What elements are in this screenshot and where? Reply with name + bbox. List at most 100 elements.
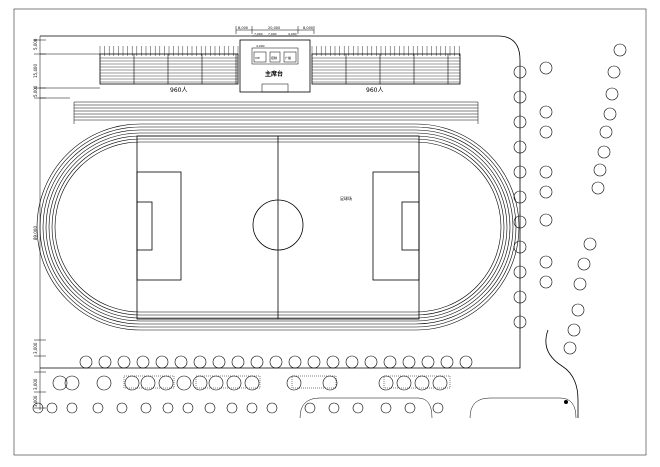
- track-lane: [42, 129, 514, 325]
- tree: [231, 355, 245, 369]
- tree: [513, 165, 527, 179]
- hatched-planters: [123, 375, 451, 389]
- tree: [266, 402, 278, 414]
- tree: [328, 402, 340, 414]
- room-label-broadcast: 广播: [285, 55, 291, 60]
- top-dimension-chain: 8,000 20,000 8,000 7,000 7,000 4,000: [235, 26, 315, 37]
- left-seating-bank: [99, 46, 239, 85]
- stand-level-lines: [40, 53, 100, 99]
- track-lane: [36, 123, 520, 331]
- tree: [182, 402, 194, 414]
- dim-bottom-3: 3,000: [33, 395, 38, 407]
- tree: [288, 355, 302, 369]
- tree: [383, 355, 397, 369]
- tree: [421, 355, 435, 369]
- tree: [539, 125, 553, 139]
- tree: [591, 181, 605, 195]
- room-label-control: 控制: [271, 55, 277, 60]
- tree: [597, 145, 611, 159]
- dim-left-2: 15,400: [33, 64, 38, 78]
- drawing-frame: [13, 8, 647, 456]
- tree: [513, 265, 527, 279]
- room-dim: 4,000: [256, 44, 265, 48]
- tree: [269, 355, 283, 369]
- tree: [98, 355, 112, 369]
- tree: [46, 402, 58, 414]
- dim-sub-3: 4,000: [288, 32, 297, 36]
- tree: [539, 185, 553, 199]
- tree: [96, 375, 112, 391]
- tree: [326, 355, 340, 369]
- tree: [307, 355, 321, 369]
- dim-field-height: 89,000: [33, 226, 38, 240]
- main-stand-label: 主席台: [265, 70, 283, 78]
- tree: [605, 87, 619, 101]
- tree: [539, 213, 553, 227]
- lower-road-edge-right: [469, 397, 577, 419]
- tree: [66, 402, 78, 414]
- tree: [364, 355, 378, 369]
- trees: [32, 43, 627, 414]
- football-pitch: 足球场: [136, 135, 420, 320]
- dim-bottom-1: 3,000: [33, 342, 38, 354]
- tree: [573, 277, 587, 291]
- dim-left-1: 5,000: [33, 38, 38, 50]
- tree: [304, 402, 316, 414]
- tree: [246, 402, 258, 414]
- track-lane: [48, 135, 508, 319]
- tree: [513, 240, 527, 254]
- tree: [513, 140, 527, 154]
- running-track: [36, 123, 520, 331]
- tree: [539, 255, 553, 269]
- tree: [539, 275, 553, 289]
- tree: [155, 355, 169, 369]
- dim-bottom-2: 3,000: [33, 378, 38, 390]
- lower-road-edge: [299, 397, 433, 419]
- tree: [79, 355, 93, 369]
- dim-sub-2: 7,000: [268, 32, 277, 36]
- tree: [571, 303, 585, 317]
- tree: [174, 355, 188, 369]
- tree: [32, 402, 44, 414]
- tree: [513, 190, 527, 204]
- tree: [613, 43, 627, 57]
- tree: [513, 215, 527, 229]
- dim-top-3: 8,000: [303, 26, 313, 30]
- tree: [577, 257, 591, 271]
- dim-left-3: 5,000: [33, 85, 38, 97]
- tree: [345, 355, 359, 369]
- tree: [226, 402, 238, 414]
- tree: [513, 290, 527, 304]
- tree: [593, 163, 607, 177]
- site-boundary: [40, 35, 521, 369]
- left-dimension-chain: 5,000 15,400 5,000 89,000 3,000 3,000 3,…: [33, 36, 46, 410]
- tree: [250, 355, 264, 369]
- tree: [116, 402, 128, 414]
- track-lane: [54, 141, 502, 313]
- dim-top-1: 8,000: [238, 26, 248, 30]
- tree: [193, 355, 207, 369]
- entrance-road-curve: [545, 329, 579, 418]
- tree: [204, 402, 216, 414]
- tree: [352, 402, 364, 414]
- tree: [92, 402, 104, 414]
- tree: [513, 65, 527, 79]
- left-capacity-label: 960人: [170, 87, 187, 94]
- tree: [162, 402, 174, 414]
- tree: [513, 90, 527, 104]
- tree: [513, 315, 527, 329]
- tree: [176, 375, 192, 391]
- right-seating-bank: [311, 46, 461, 85]
- tree: [599, 125, 613, 139]
- straight-lanes: [73, 101, 479, 124]
- main-stand: VIP 控制 广播 4,000 主席台: [239, 39, 311, 93]
- dim-sub-1: 7,000: [254, 32, 263, 36]
- right-capacity-label: 960人: [366, 87, 383, 94]
- tree: [539, 165, 553, 179]
- track-lane: [45, 132, 511, 322]
- tree: [432, 402, 444, 414]
- tree: [136, 355, 150, 369]
- tree: [567, 323, 581, 337]
- tree: [607, 65, 621, 79]
